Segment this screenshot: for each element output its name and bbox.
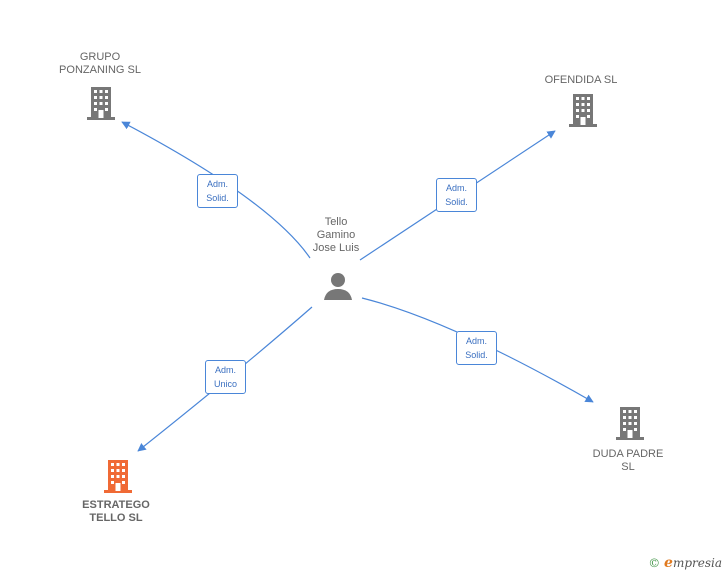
company-label-ofendida[interactable]: OFENDIDA SL (544, 74, 618, 86)
person-label: Tello Gamino Jose Luis (312, 216, 360, 254)
company-label-duda[interactable]: DUDA PADRE SL (592, 448, 664, 473)
person-icon[interactable] (322, 270, 354, 302)
brand-logo-text: mpresia (672, 556, 722, 570)
building-icon[interactable] (86, 86, 116, 120)
edge-grupo (121, 121, 311, 259)
company-label-grupo[interactable]: GRUPO PONZANING SL (59, 51, 141, 76)
brand-logo-e: e (664, 555, 673, 571)
copyright-icon: © (648, 556, 661, 570)
edge-label-ofendida: Adm. Solid. (436, 178, 477, 212)
edge-label-grupo: Adm. Solid. (197, 174, 238, 208)
edge-label-duda: Adm. Solid. (456, 331, 497, 365)
company-label-estratego[interactable]: ESTRATEGO TELLO SL (82, 499, 150, 524)
building-icon[interactable] (568, 93, 598, 127)
copyright: © empresia (648, 555, 722, 571)
edge-label-estratego: Adm. Unico (205, 360, 246, 394)
building-icon[interactable] (615, 406, 645, 440)
building-icon[interactable] (103, 459, 133, 493)
